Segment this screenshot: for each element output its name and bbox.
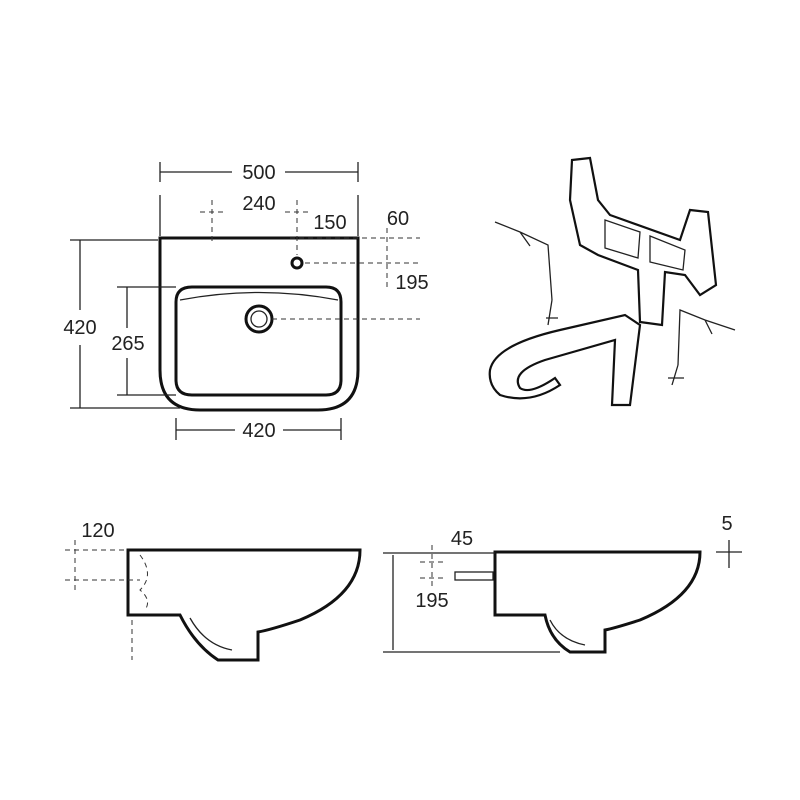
side-view-right: 45 195 5 xyxy=(383,513,742,654)
tap-hole xyxy=(290,256,304,270)
dim-265: 265 xyxy=(111,333,144,355)
side-profile-right xyxy=(493,550,702,654)
dim-5: 5 xyxy=(721,513,732,535)
basin-outline xyxy=(158,236,360,412)
dim-240: 240 xyxy=(242,193,275,215)
side-view-left: 120 xyxy=(65,520,362,662)
side-profile-left xyxy=(126,548,362,662)
dim-500: 500 xyxy=(242,162,275,184)
plan-view: 500 240 150 60 195 420 265 420 xyxy=(63,162,429,442)
dim-195: 195 xyxy=(395,272,428,294)
dim-45: 45 xyxy=(451,528,473,550)
dim-150: 150 xyxy=(313,212,346,234)
bowl-outline xyxy=(174,285,343,397)
dim-420-depth: 420 xyxy=(63,317,96,339)
waste-outlet xyxy=(244,304,274,334)
dim-60: 60 xyxy=(387,208,409,230)
dim-120: 120 xyxy=(81,520,114,542)
wall-fixing-bolt xyxy=(454,571,494,581)
dim-420-width: 420 xyxy=(242,420,275,442)
dim-195-side: 195 xyxy=(415,590,448,612)
fixing-bracket-illustration xyxy=(488,156,736,407)
